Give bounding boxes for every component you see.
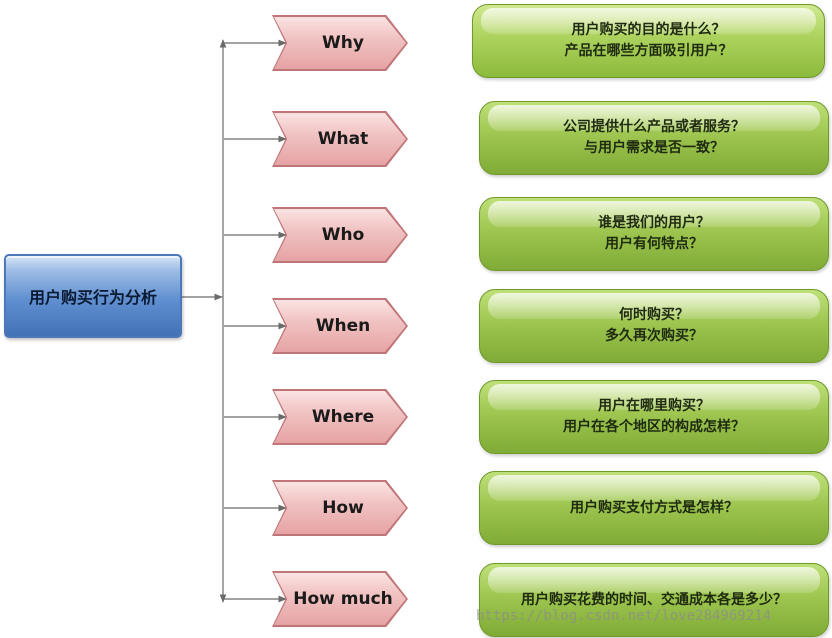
question-label: When bbox=[315, 316, 371, 336]
question-node-why: Why bbox=[272, 15, 408, 71]
answer-node-7: 用户购买花费的时间、交通成本各是多少？ bbox=[479, 563, 829, 637]
question-node-how: How bbox=[272, 480, 408, 536]
question-node-where: Where bbox=[272, 389, 408, 445]
answer-line: 用户有何特点？ bbox=[605, 236, 703, 252]
question-node-what: What bbox=[272, 111, 408, 167]
answer-node-5: 用户在哪里购买？ 用户在各个地区的构成怎样？ bbox=[479, 380, 829, 454]
answer-node-4: 何时购买？ 多久再次购买？ bbox=[479, 289, 829, 363]
question-fill bbox=[274, 113, 406, 165]
answer-text: 谁是我们的用户？ 用户有何特点？ bbox=[480, 198, 828, 270]
question-label: Where bbox=[311, 407, 375, 427]
question-fill bbox=[274, 17, 406, 69]
watermark-text: https://blog.csdn.net/love284969214 bbox=[476, 608, 772, 624]
question-node-how-much: How much bbox=[272, 571, 408, 627]
answer-line: 用户购买支付方式是怎样？ bbox=[570, 499, 738, 516]
answer-line: 用户在各个地区的构成怎样？ bbox=[563, 419, 745, 435]
answer-text: 何时购买？ 多久再次购买？ bbox=[480, 290, 828, 362]
answer-line: 谁是我们的用户？ bbox=[598, 215, 710, 231]
question-node-who: Who bbox=[272, 207, 408, 263]
question-label: How bbox=[322, 498, 364, 518]
question-label: What bbox=[317, 129, 369, 149]
answer-line: 用户购买的目的是什么？ bbox=[571, 22, 726, 38]
question-fill bbox=[274, 300, 406, 352]
answer-line: 公司提供什么产品或者服务？ bbox=[563, 119, 745, 135]
answer-node-1: 用户购买的目的是什么？ 产品在哪些方面吸引用户？ bbox=[472, 4, 825, 78]
question-label: How much bbox=[293, 589, 393, 609]
answer-node-2: 公司提供什么产品或者服务？ 与用户需求是否一致？ bbox=[479, 101, 829, 175]
answer-node-6: 用户购买支付方式是怎样？ bbox=[479, 471, 829, 545]
question-label: Who bbox=[321, 225, 365, 245]
question-fill bbox=[274, 209, 406, 261]
question-fill bbox=[274, 482, 406, 534]
answer-line: 多久再次购买？ bbox=[605, 328, 703, 344]
answer-node-3: 谁是我们的用户？ 用户有何特点？ bbox=[479, 197, 829, 271]
root-node: 用户购买行为分析 bbox=[4, 254, 182, 338]
answer-line: 何时购买？ bbox=[619, 307, 689, 323]
question-fill bbox=[274, 573, 406, 625]
answer-text: 用户购买支付方式是怎样？ bbox=[480, 472, 828, 544]
question-node-when: When bbox=[272, 298, 408, 354]
answer-text: 用户购买的目的是什么？ 产品在哪些方面吸引用户？ bbox=[473, 5, 824, 77]
answer-text: 用户在哪里购买？ 用户在各个地区的构成怎样？ bbox=[480, 381, 828, 453]
answer-text: 用户购买花费的时间、交通成本各是多少？ bbox=[480, 564, 828, 636]
answer-line: 与用户需求是否一致？ bbox=[584, 140, 724, 156]
answer-line: 用户购买花费的时间、交通成本各是多少？ bbox=[521, 591, 787, 608]
root-label: 用户购买行为分析 bbox=[28, 288, 157, 307]
answer-line: 产品在哪些方面吸引用户？ bbox=[564, 43, 733, 59]
question-fill bbox=[274, 391, 406, 443]
answer-line: 用户在哪里购买？ bbox=[598, 398, 710, 414]
question-label: Why bbox=[322, 33, 364, 53]
answer-text: 公司提供什么产品或者服务？ 与用户需求是否一致？ bbox=[480, 102, 828, 174]
